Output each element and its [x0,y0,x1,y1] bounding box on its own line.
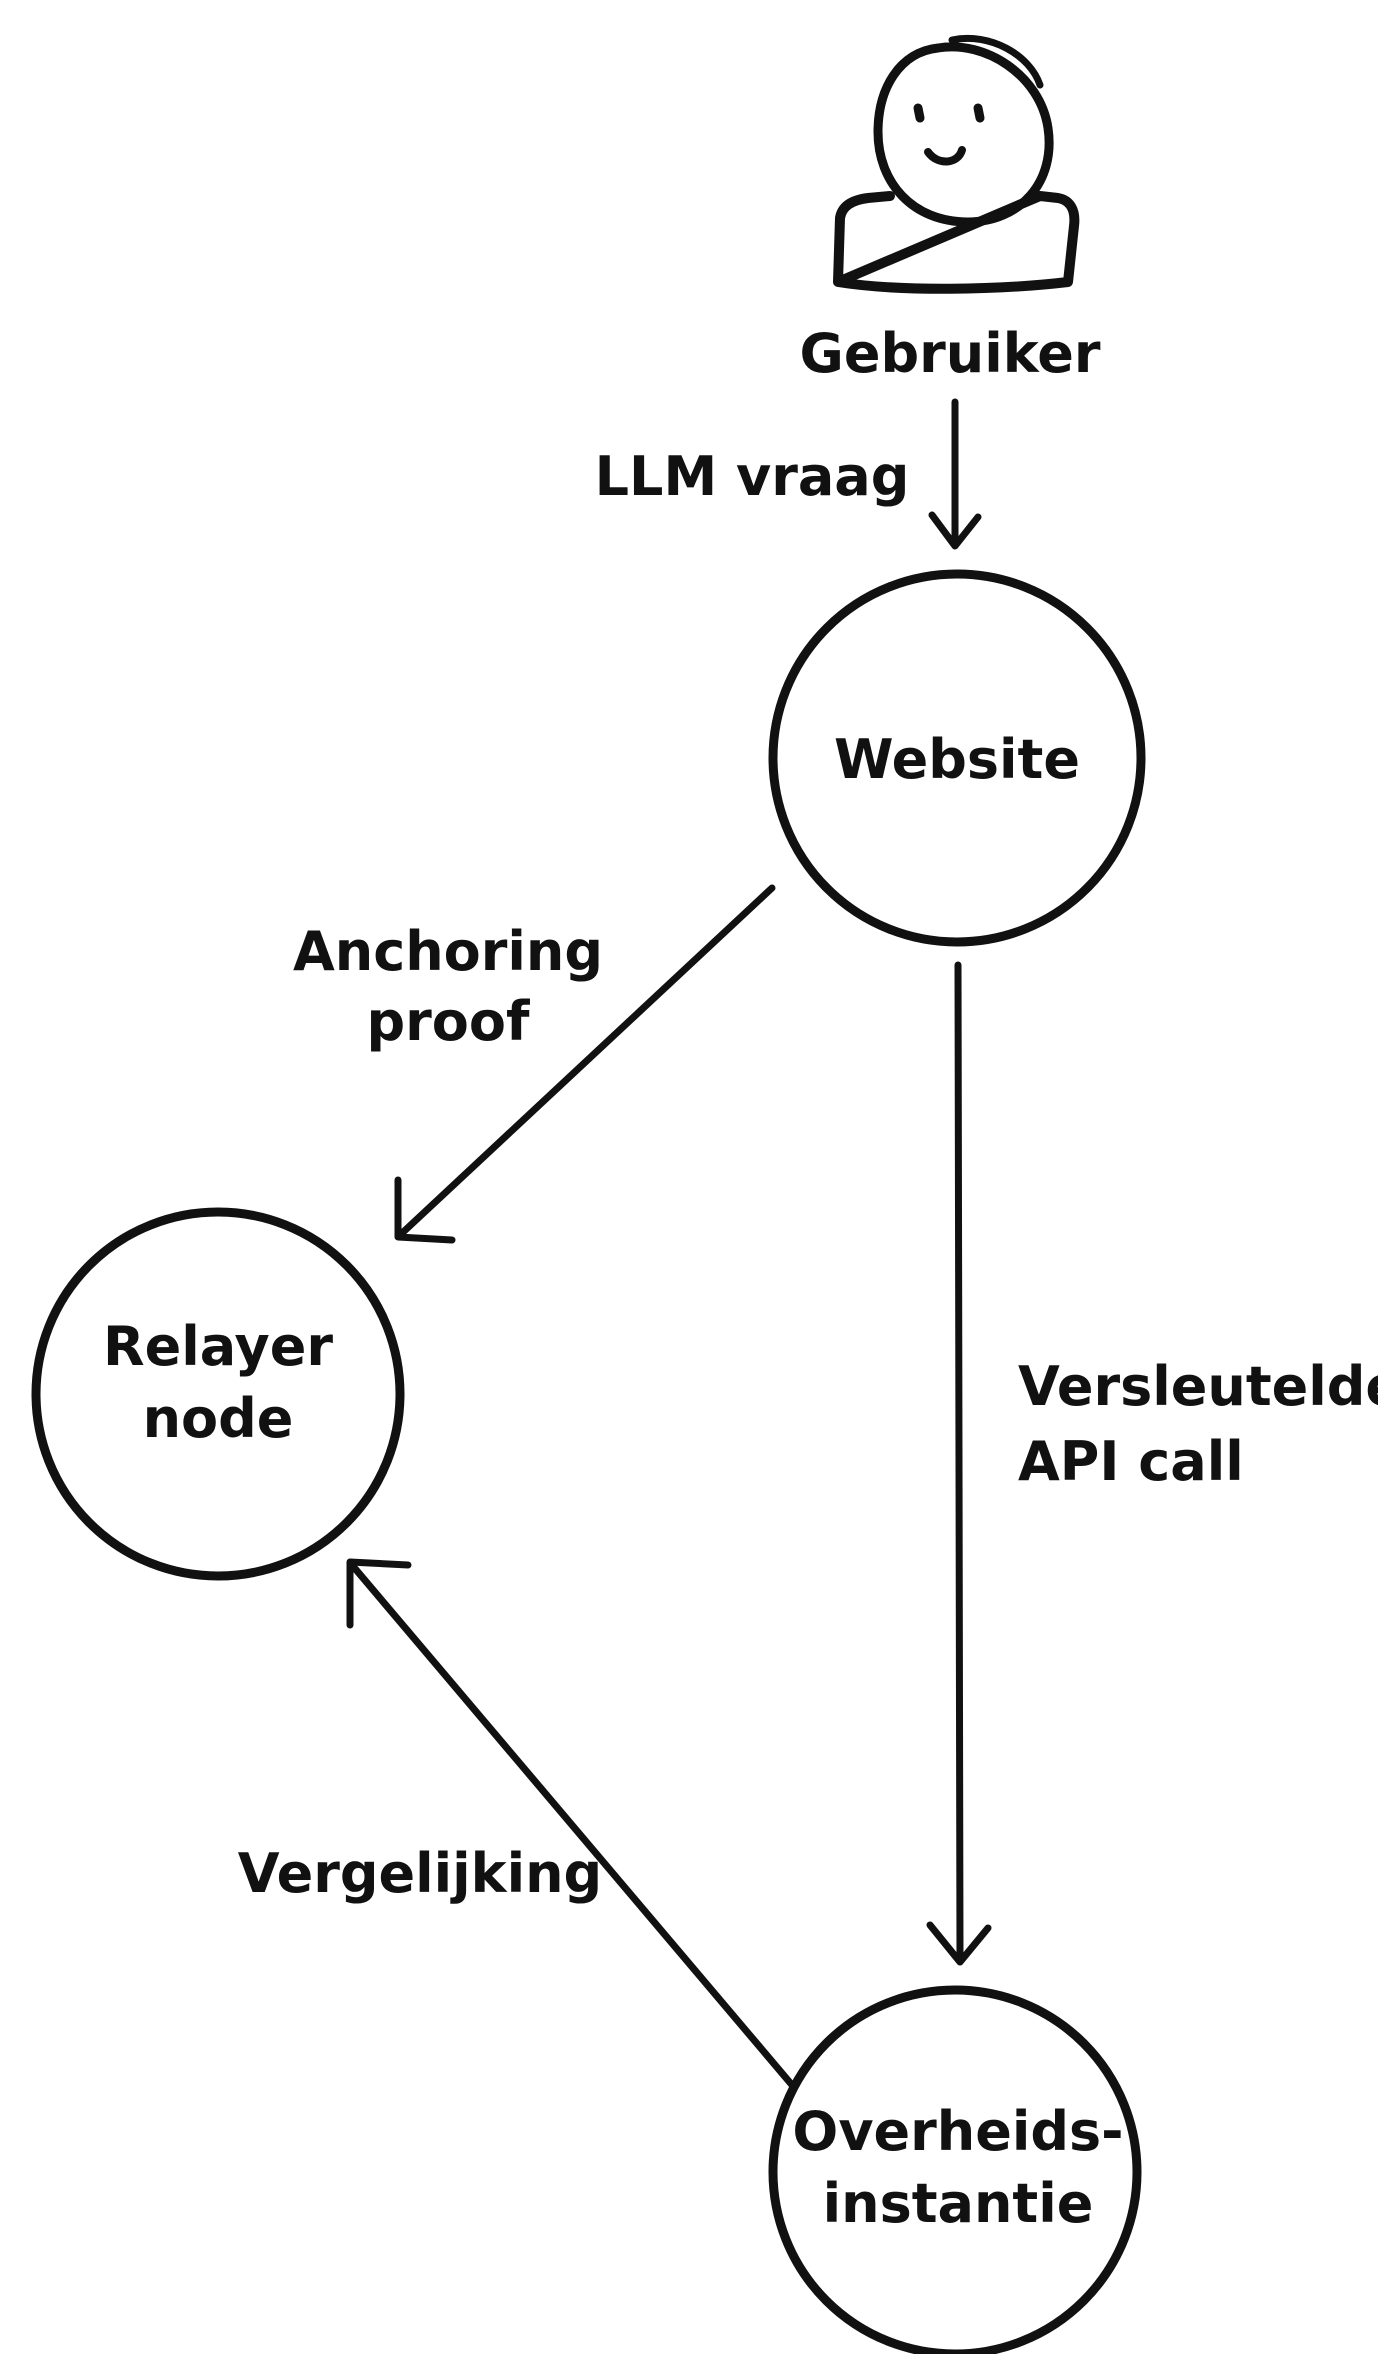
edge-label-encrypted-api-call-line1: Versleutelde [1018,1355,1378,1418]
arrow-user-to-website [928,398,982,550]
edge-label-anchoring-proof-line1: Anchoring [293,920,603,983]
user-icon [833,35,1080,294]
government-node-label-line1: Overheids- [792,2100,1123,2163]
edge-label-anchoring-proof-line2: proof [367,990,530,1053]
website-node [768,569,1146,947]
edge-label-llm-question: LLM vraag [595,445,910,508]
relayer-node-label-line2: node [143,1387,294,1450]
edge-label-comparison: Vergelijking [238,1842,602,1905]
edge-label-encrypted-api-call-line2: API call [1018,1430,1244,1493]
website-node-label: Website [834,728,1080,791]
arrow-website-to-relayer [394,884,776,1244]
relayer-node [31,1207,405,1581]
arrow-government-to-relayer [346,1558,796,2089]
arrow-website-to-government [926,961,992,1966]
relayer-node-label-line1: Relayer [103,1315,333,1378]
government-node-label-line2: instantie [823,2172,1094,2235]
user-label: Gebruiker [800,322,1101,385]
government-node [768,1985,1142,2354]
